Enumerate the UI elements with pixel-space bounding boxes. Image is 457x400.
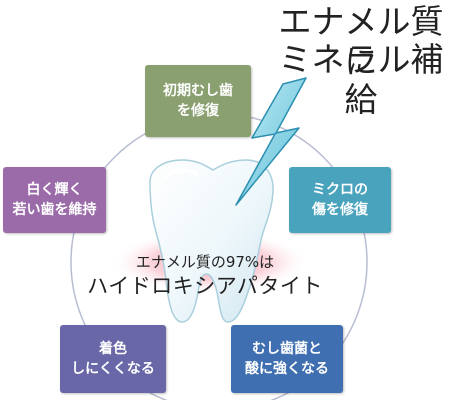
headline-line-1: エナメル質に xyxy=(278,2,444,81)
lightning-bolt-icon xyxy=(235,77,307,206)
benefit-label: 酸に強くなる xyxy=(245,361,329,377)
benefit-label: 若い歯を維持 xyxy=(12,202,97,218)
tooth-icon xyxy=(149,159,274,323)
benefit-repair-early-caries: 初期むし歯 を修復 xyxy=(145,65,251,137)
benefit-resist-bacteria-acid: むし歯菌と 酸に強くなる xyxy=(231,325,343,393)
benefit-resist-staining: 着色 しにくくなる xyxy=(60,325,166,393)
benefit-label: むし歯菌と xyxy=(252,341,322,357)
center-title: ハイドロキシアパタイト xyxy=(87,274,323,298)
benefit-keep-teeth-white: 白く輝く 若い歯を維持 xyxy=(3,167,106,233)
benefit-label: しにくくなる xyxy=(71,361,155,377)
benefit-repair-micro-scratches: ミクロの 傷を修復 xyxy=(289,167,391,233)
benefit-label: 白く輝く xyxy=(26,182,83,198)
benefit-label: ミクロの xyxy=(312,182,368,198)
benefit-label: 初期むし歯 xyxy=(163,83,233,99)
benefit-label: を修復 xyxy=(177,103,219,119)
benefit-label: 着色 xyxy=(99,341,127,357)
benefit-label: 傷を修復 xyxy=(312,202,368,218)
headline-line-2: ミネラル補給 xyxy=(278,40,444,119)
center-caption: エナメル質の97%は xyxy=(135,253,275,271)
